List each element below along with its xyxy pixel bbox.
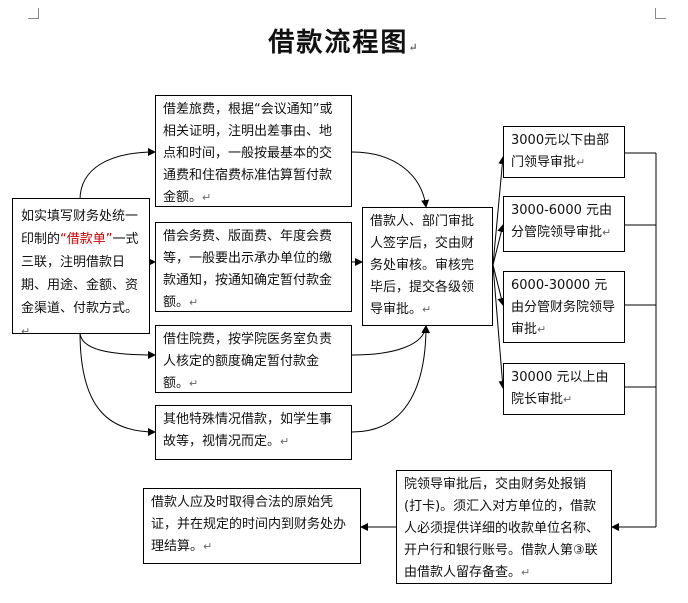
- start-box: 如实填写财务处统一印制的“借款单”一式三联，注明借款日期、用途、金额、资金渠道、…: [12, 198, 150, 334]
- approval-6000-30000-box: 6000-30000 元由分管财务院领导审批↵: [503, 271, 625, 343]
- paragraph-mark: ↵: [408, 41, 420, 54]
- travel-expense-text: 借差旅费，根据“会议通知”或相关证明，注明出差事由、地点和时间，一般按最基本的交…: [163, 102, 333, 205]
- arrow-travel-to-review: [351, 151, 430, 208]
- review-box: 借款人、部门审批人签字后，交由财务处审核。审核完毕后，提交各级领导审批。↵: [362, 207, 493, 326]
- paragraph-mark: ↵: [602, 226, 612, 239]
- paragraph-mark: ↵: [422, 303, 432, 316]
- approval-under-3000-box: 3000元以下由部门领导审批↵: [503, 126, 625, 178]
- payout-box: 院领导审批后，交由财务处报销(打卡)。须汇入对方单位的，借款人必须提供详细的收款…: [396, 470, 612, 584]
- paragraph-mark: ↵: [576, 156, 586, 169]
- settlement-box: 借款人应及时取得合法的原始凭证，并在规定的时间内到财务处办理结算。↵: [143, 488, 361, 564]
- special-case-text: 其他特殊情况借款，如学生事故等，视情况而定。: [163, 412, 333, 449]
- paragraph-mark: ↵: [521, 566, 531, 579]
- paragraph-mark: ↵: [189, 296, 199, 309]
- start-text-after: 一式三联，注明借款日期、用途、金额、资金渠道、付款方式。: [21, 232, 139, 316]
- arrow-review-to-approval-3: [492, 264, 506, 306]
- paragraph-mark: ↵: [203, 540, 213, 553]
- start-highlight-text: “借款单”: [60, 232, 113, 247]
- paragraph-mark: ↵: [202, 191, 212, 204]
- hospital-fee-text: 借住院费，按学院医务室负责人核定的额度确定暂付款金额。: [163, 332, 333, 391]
- arrow-review-to-approval-2: [492, 224, 506, 266]
- diagram-title: 借款流程图↵: [0, 22, 688, 59]
- paragraph-mark: ↵: [537, 323, 547, 336]
- arrow-start-to-travel: [79, 148, 156, 201]
- arrow-start-to-special: [79, 331, 156, 436]
- arrow-review-to-approval-4: [492, 264, 507, 389]
- approval-over-30000-box: 30000 元以上由院长审批↵: [503, 363, 625, 415]
- travel-expense-box: 借差旅费，根据“会议通知”或相关证明，注明出差事由、地点和时间，一般按最基本的交…: [155, 95, 352, 207]
- approval-3000-6000-text: 3000-6000 元由分管院领导审批: [511, 203, 612, 240]
- arrow-hospital-to-review: [351, 325, 430, 356]
- special-case-box: 其他特殊情况借款，如学生事故等，视情况而定。↵: [155, 405, 352, 460]
- diagram-title-text: 借款流程图: [268, 28, 409, 58]
- settlement-text: 借款人应及时取得合法的原始凭证，并在规定的时间内到财务处办理结算。: [151, 495, 347, 554]
- paragraph-mark: ↵: [280, 435, 290, 448]
- arrow-start-to-hospital: [79, 331, 156, 359]
- start-text: 如实填写财务处统一印制的: [21, 209, 139, 247]
- page-corner-mark-right: [655, 8, 666, 19]
- paragraph-mark: ↵: [189, 377, 199, 390]
- meeting-fee-box: 借会务费、版面费、年度会费等，一般要出示承办单位的缴款通知，按通知确定暂付款金额…: [155, 222, 352, 312]
- review-text: 借款人、部门审批人签字后，交由财务处审核。审核完毕后，提交各级领导审批。: [370, 214, 475, 317]
- approval-over-30000-text: 30000 元以上由院长审批: [511, 370, 609, 407]
- approval-3000-6000-box: 3000-6000 元由分管院领导审批↵: [503, 196, 625, 252]
- page-corner-mark-left: [28, 8, 39, 19]
- arrow-special-to-review: [351, 325, 430, 433]
- paragraph-mark: ↵: [21, 325, 31, 334]
- approval-6000-30000-text: 6000-30000 元由分管财务院领导审批: [511, 278, 616, 337]
- meeting-fee-text: 借会务费、版面费、年度会费等，一般要出示承办单位的缴款通知，按通知确定暂付款金额…: [163, 229, 333, 310]
- arrow-review-to-approval-1: [492, 156, 507, 266]
- approval-under-3000-text: 3000元以下由部门领导审批: [511, 133, 610, 170]
- payout-text: 院领导审批后，交由财务处报销(打卡)。须汇入对方单位的，借款人必须提供详细的收款…: [404, 477, 600, 580]
- hospital-fee-box: 借住院费，按学院医务室负责人核定的额度确定暂付款金额。↵: [155, 325, 352, 393]
- paragraph-mark: ↵: [563, 393, 573, 406]
